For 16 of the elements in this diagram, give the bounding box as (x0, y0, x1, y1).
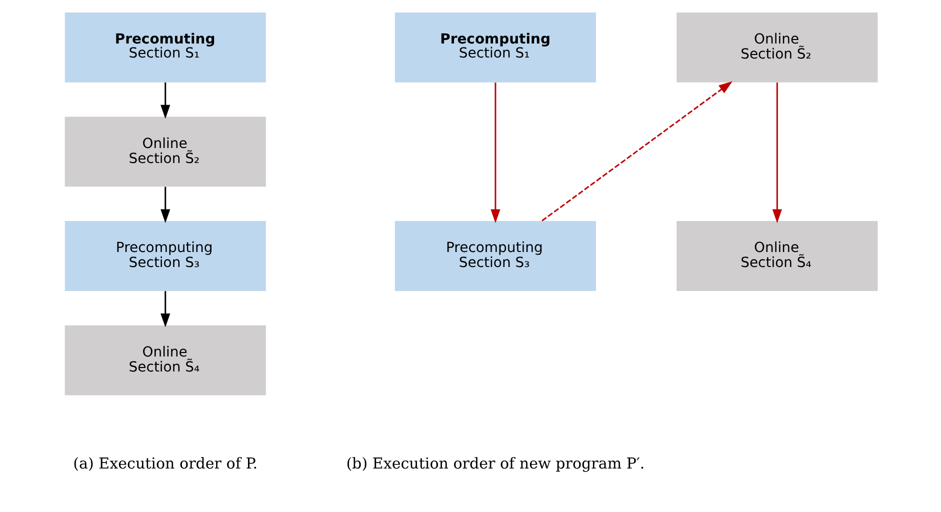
arrow (772, 82, 782, 224)
node-box: Precomuting Section S₁ (64, 12, 266, 82)
arrow (160, 291, 170, 328)
node-box: Online Section S̃₂ (64, 116, 266, 187)
arrow (160, 186, 170, 223)
label: (b) Execution order of new program P′. (346, 454, 644, 473)
node-box: Online Section S̃₂ (676, 12, 878, 82)
node-box: Online Section S̃₄ (676, 221, 878, 291)
node-box: Precomputing Section S₃ (394, 221, 596, 291)
node-box: Online Section S̃₄ (64, 325, 266, 396)
node-box: Precomputing Section S₁ (394, 12, 596, 82)
label: (a) Execution order of P. (72, 454, 258, 473)
node-box: Precomputing Section S₃ (64, 221, 266, 291)
arrow (490, 82, 500, 224)
arrow (160, 82, 170, 119)
arrow (541, 81, 732, 222)
